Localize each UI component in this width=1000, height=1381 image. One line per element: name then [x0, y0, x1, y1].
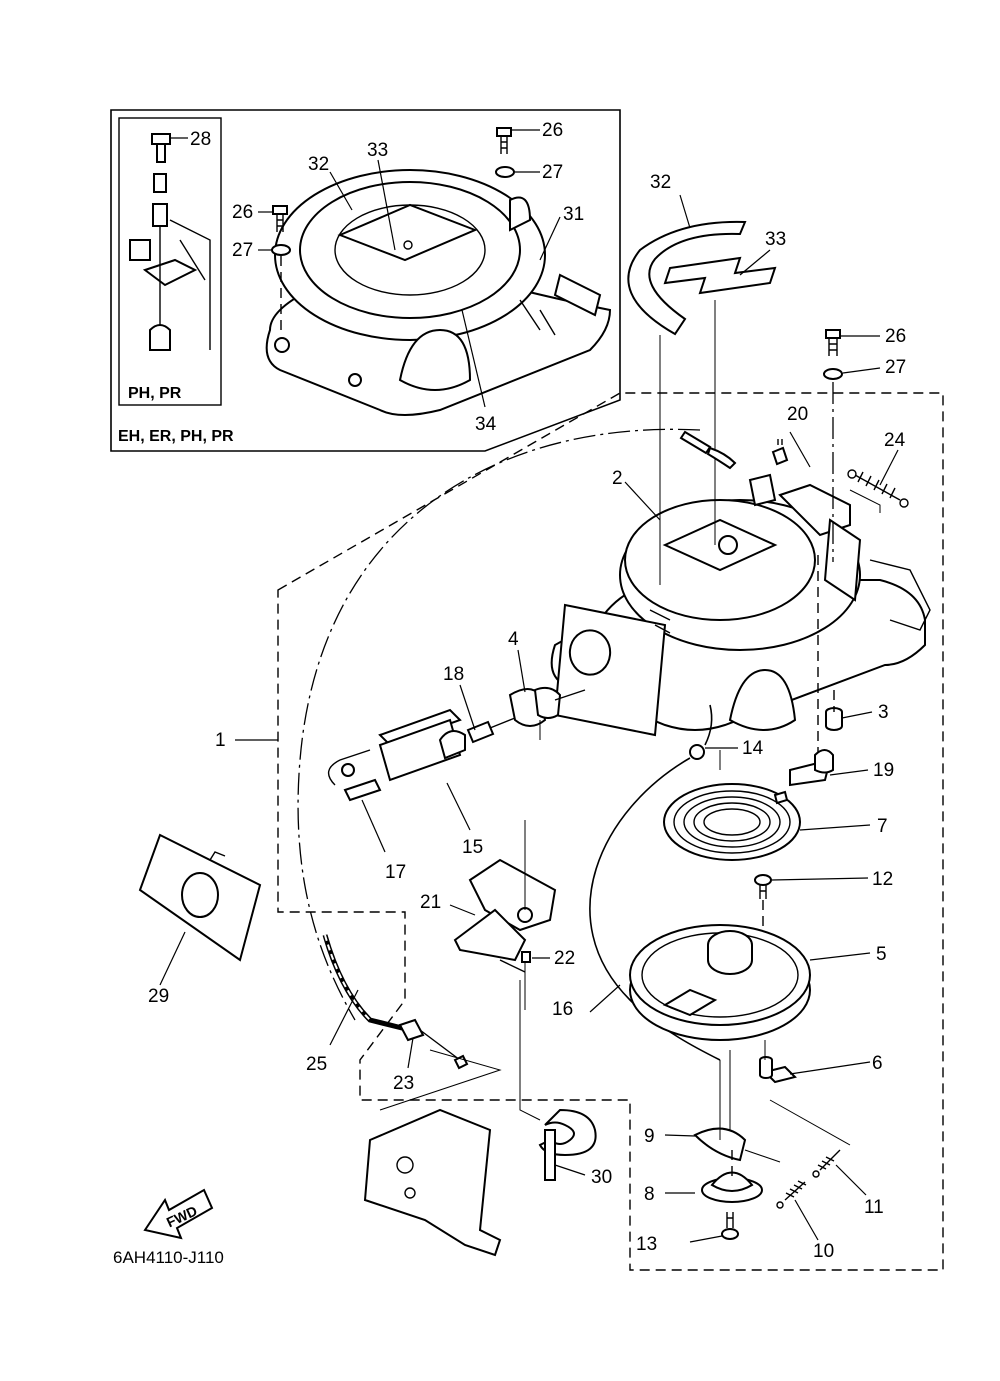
- callout-2: 2: [612, 468, 623, 489]
- spring-24: [847, 469, 909, 508]
- inset-starter-housing: [265, 169, 612, 416]
- callout-15: 15: [462, 837, 483, 858]
- callout-27: 27: [232, 240, 253, 261]
- assembly-boundaries: [277, 392, 944, 1271]
- callout-32: 32: [650, 172, 671, 193]
- cover-plate-32: [627, 220, 747, 336]
- bracket-21: [453, 858, 557, 973]
- clip-14: [689, 744, 705, 760]
- callout-29: 29: [148, 986, 169, 1007]
- callout-8: 8: [644, 1184, 655, 1205]
- callout-7: 7: [877, 816, 888, 837]
- callout-33: 33: [765, 229, 786, 250]
- callout-9: 9: [644, 1126, 655, 1147]
- inset-washer-27-b: [271, 244, 291, 256]
- callout-24: 24: [884, 430, 906, 451]
- inset-washer-27-a: [495, 166, 515, 178]
- inset-bolt-26-b: [272, 205, 288, 232]
- spring-11: [812, 1149, 841, 1178]
- callout-32: 32: [308, 154, 329, 175]
- callout-31: 31: [563, 204, 584, 225]
- grip-15: [327, 708, 466, 802]
- callout-22: 22: [554, 948, 575, 969]
- fitting-23: [398, 1018, 469, 1070]
- decal-33: [663, 256, 777, 295]
- screw-22: [521, 951, 531, 963]
- callout-23: 23: [393, 1073, 414, 1094]
- bolt-26: [825, 329, 841, 356]
- callout-13: 13: [636, 1234, 657, 1255]
- callout-33: 33: [367, 140, 388, 161]
- callout-16: 16: [552, 999, 573, 1020]
- screw-13: [721, 1212, 739, 1240]
- inset-outer-models: EH, ER, PH, PR: [118, 428, 234, 445]
- callout-27: 27: [542, 162, 563, 183]
- hook-30: [538, 1108, 597, 1181]
- cable-25-path: [297, 428, 701, 1021]
- spring-10: [776, 1180, 807, 1209]
- callout-30: 30: [591, 1167, 612, 1188]
- callout-3: 3: [878, 702, 889, 723]
- diagram-code: 6AH4110-J110: [113, 1248, 224, 1267]
- pawl-6: [759, 1056, 797, 1084]
- callout-34: 34: [475, 414, 497, 435]
- callout-18: 18: [443, 664, 464, 685]
- inset-callouts: 28 26 27 26 27 32 33 31 34: [171, 120, 584, 435]
- callout-5: 5: [876, 944, 887, 965]
- inset-28-assembly: [129, 133, 211, 351]
- callout-4: 4: [508, 629, 519, 650]
- callout-10: 10: [813, 1241, 834, 1262]
- screw-12: [754, 874, 772, 899]
- inset-panel: 28 26 27 26 27 32 33 31 34 PH, PR EH, ER…: [110, 109, 621, 452]
- grommet-4: [508, 686, 586, 727]
- pulley-5: [629, 924, 811, 1041]
- mount-bracket: [363, 1108, 502, 1257]
- starter-housing: [550, 473, 931, 737]
- callout-6: 6: [872, 1053, 883, 1074]
- callout-25: 25: [306, 1054, 327, 1075]
- callout-19: 19: [873, 760, 894, 781]
- callout-14: 14: [742, 738, 764, 759]
- lever-19: [789, 749, 834, 787]
- callout-26: 26: [232, 202, 253, 223]
- callouts: 1 2 3 4 5 6 7 8 9 10 11 12 13 14 15 16 1: [148, 172, 906, 1262]
- fwd-arrow: FWD: [143, 1188, 214, 1240]
- washer-27: [823, 368, 843, 380]
- cable-25: [322, 934, 411, 1033]
- callout-1: 1: [215, 730, 226, 751]
- callout-26: 26: [542, 120, 563, 141]
- drive-plate-8: [701, 1171, 763, 1203]
- spiral-spring-7: [663, 783, 801, 861]
- callout-12: 12: [872, 869, 893, 890]
- callout-17: 17: [385, 862, 406, 883]
- callout-26: 26: [885, 326, 906, 347]
- joint-18: [466, 717, 516, 744]
- cable-end-top: [679, 430, 737, 470]
- clip-20: [771, 439, 789, 466]
- inset-bolt-26-a: [496, 127, 512, 154]
- callout-21: 21: [420, 892, 441, 913]
- plate-29: [138, 833, 262, 962]
- callout-27: 27: [885, 357, 906, 378]
- inset-inner-models: PH, PR: [128, 385, 182, 402]
- callout-20: 20: [787, 404, 808, 425]
- callout-11: 11: [864, 1197, 884, 1218]
- callout-28: 28: [190, 129, 211, 150]
- cap-3: [825, 707, 843, 731]
- cable-16: [589, 757, 721, 1061]
